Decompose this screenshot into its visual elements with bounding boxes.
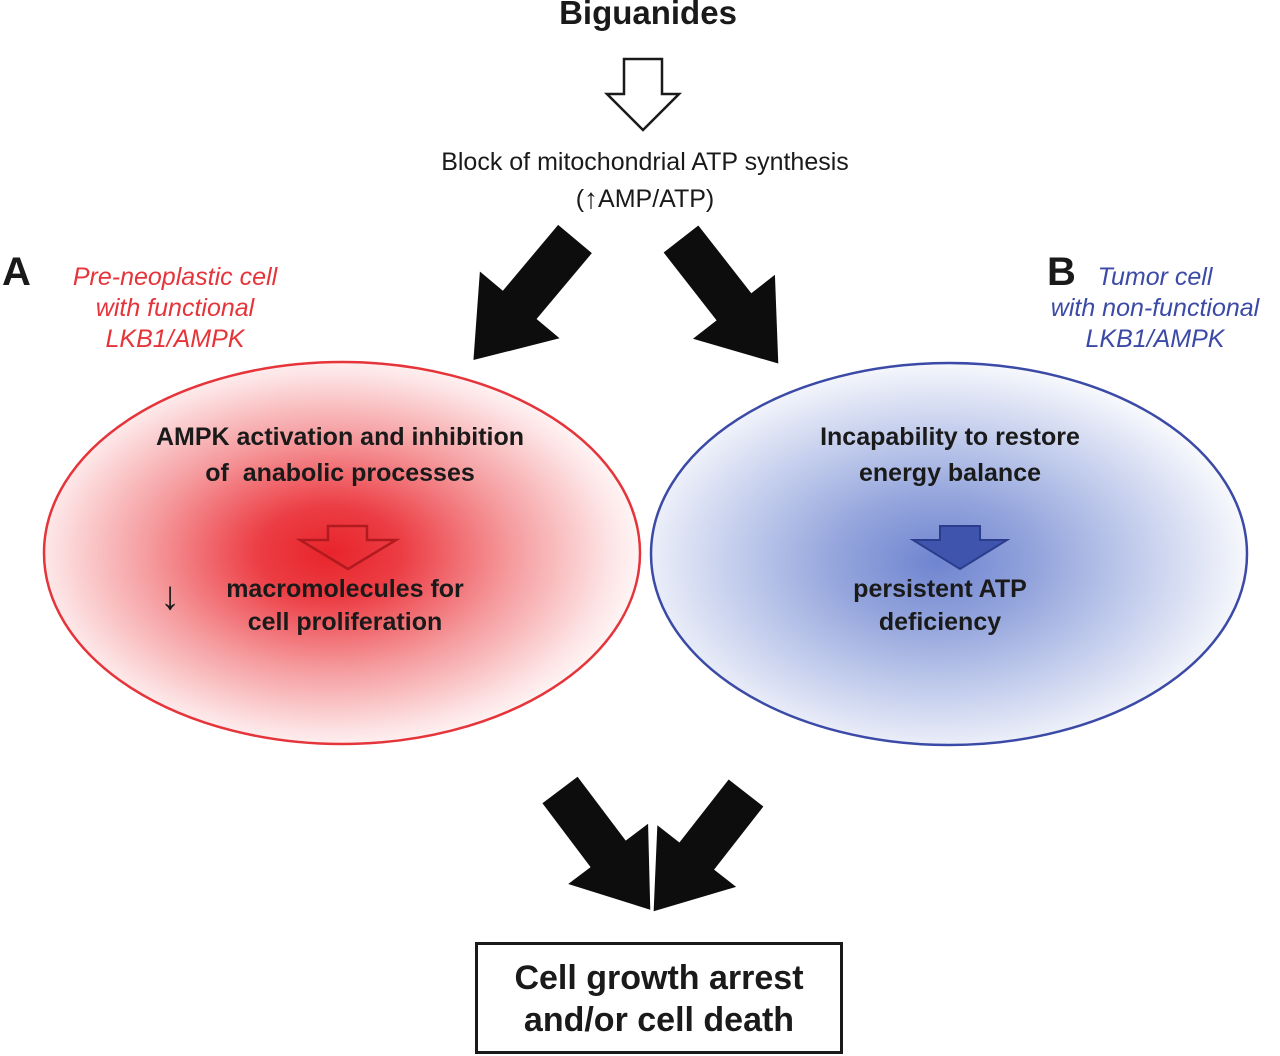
cell-b-result: persistent ATP deficiency [853,575,1027,636]
decrease-arrow-icon: ↓ [160,574,180,618]
hollow-down-arrow-top [603,57,683,132]
black-arrow-from-a [542,776,651,910]
cell-a-ellipse [42,360,642,746]
black-arrow-to-b [663,225,779,364]
cell-b-heading: Incapability to restore energy balance [820,423,1080,487]
title-biguanides: Biguanides [559,0,737,31]
outcome-box: Cell growth arrest and/or cell death [475,942,843,1054]
increase-arrow-icon: ↑ [584,183,599,214]
outcome-text: Cell growth arrest and/or cell death [514,959,804,1039]
hollow-arrow-cell-a [295,524,401,571]
mechanism-label: Block of mitochondrial ATP synthesis [441,148,849,176]
panel-letter-a: A [2,250,31,294]
panel-letter-b: B [1047,250,1076,294]
amp-atp-ratio-label: (↑AMP/ATP) [575,183,715,214]
cell-a-heading: AMPK activation and inhibition of anabol… [155,423,525,487]
panel-a-description: Pre-neoplastic cell with functional LKB1… [72,263,278,353]
filled-arrow-cell-b [909,525,1011,571]
cell-a-result: macromolecules for cell proliferation [226,575,464,636]
panel-b-description: Tumor cell with non-functional LKB1/AMPK [1050,263,1260,353]
black-arrow-to-a [473,224,592,361]
black-arrow-from-b [653,779,764,912]
